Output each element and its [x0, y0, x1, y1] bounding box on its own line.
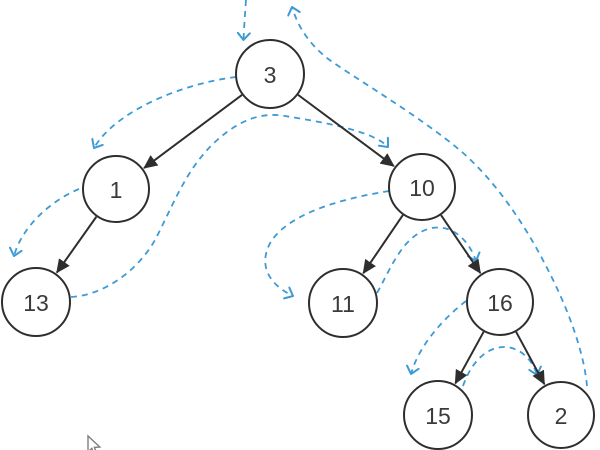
traversal-path-15-to-2 [462, 346, 542, 387]
tree-node-1: 1 [82, 155, 150, 223]
traversal-path-11-to-16 [376, 226, 481, 294]
tree-node-circle-2 [527, 381, 595, 449]
tree-node-16: 16 [466, 268, 534, 336]
tree-node-15: 15 [403, 380, 473, 450]
tree-node-circle-16 [466, 268, 534, 336]
traversal-path-3-to-1 [91, 76, 237, 149]
tree-edge-16-to-15 [454, 331, 485, 385]
tree-node-label-3: 3 [264, 62, 277, 88]
tree-node-label-1: 1 [110, 177, 123, 203]
traversal-paths-layer [9, 0, 588, 387]
tree-node-label-10: 10 [409, 175, 435, 201]
tree-node-label-16: 16 [487, 290, 513, 316]
tree-edge-3-to-10 [297, 94, 395, 167]
tree-node-3: 3 [235, 39, 305, 109]
traversal-path-10-to-11 [264, 190, 390, 300]
tree-node-circle-13 [1, 267, 71, 337]
tree-node-circle-15 [403, 380, 473, 450]
tree-node-circle-10 [388, 153, 456, 221]
tree-node-13: 13 [1, 267, 71, 337]
tree-nodes-layer: 3 1 13 10 11 16 15 2 [1, 39, 595, 450]
traversal-path-start-to-3 [236, 0, 251, 41]
traversal-path-1-to-13 [9, 188, 80, 257]
traversal-path-13-to-10 [70, 114, 389, 298]
tree-edges-layer [55, 94, 546, 386]
tree-node-11: 11 [308, 268, 378, 338]
traversal-path-2-to-exit [287, 6, 588, 387]
tree-edge-16-to-2 [515, 331, 546, 386]
tree-node-label-2: 2 [555, 403, 568, 429]
tree-node-2: 2 [527, 381, 595, 449]
mouse-cursor-icon [87, 434, 102, 450]
tree-node-label-13: 13 [23, 290, 49, 316]
tree-node-label-11: 11 [331, 291, 355, 317]
tree-edge-10-to-16 [440, 214, 482, 274]
tree-node-circle-11 [308, 268, 378, 338]
tree-edge-3-to-1 [143, 94, 243, 169]
tree-node-10: 10 [388, 153, 456, 221]
tree-edge-10-to-11 [362, 214, 404, 275]
tree-node-label-15: 15 [425, 403, 451, 429]
tree-edge-1-to-13 [55, 216, 98, 274]
tree-node-circle-1 [82, 155, 150, 223]
cursor-layer [87, 434, 102, 450]
tree-node-circle-3 [235, 39, 305, 109]
traversal-path-16-to-15 [406, 300, 467, 375]
